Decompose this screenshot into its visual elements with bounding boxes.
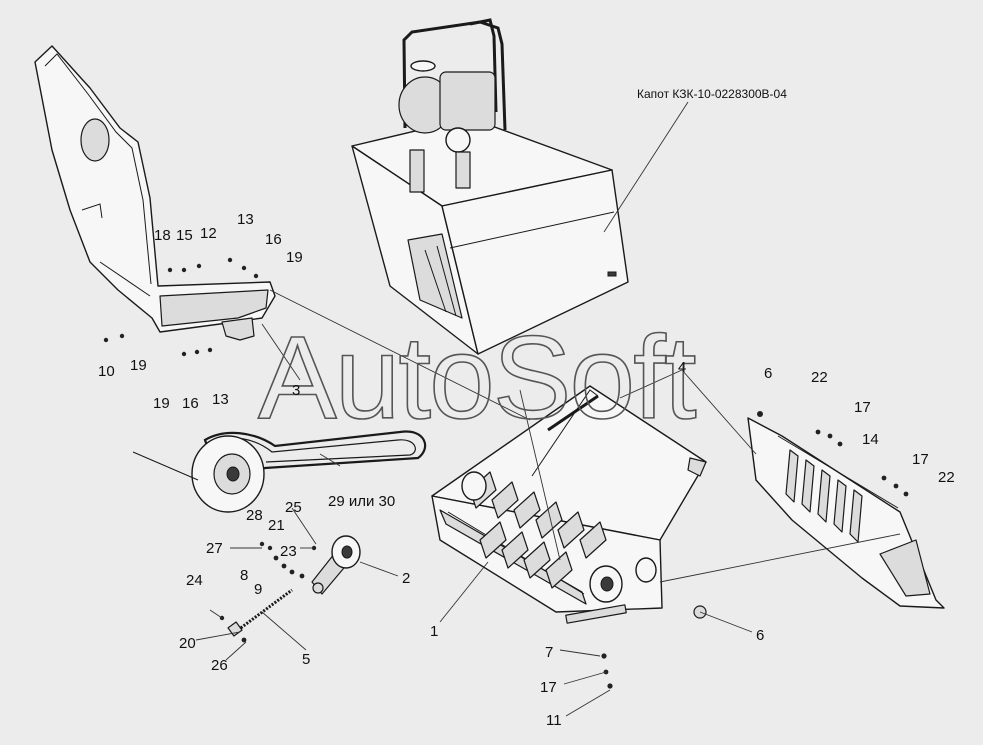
label-29-or-30: 29 или 30 (328, 493, 395, 510)
label-19-left: 19 (130, 357, 147, 374)
label-6-bottom: 6 (756, 627, 764, 644)
label-16-bottom: 16 (182, 395, 199, 412)
label-13-bottom: 13 (212, 391, 229, 408)
label-19-top: 19 (286, 249, 303, 266)
label-17-right-top: 17 (854, 399, 871, 416)
tension-pulley (311, 535, 361, 595)
label-5: 5 (302, 651, 310, 668)
label-20: 20 (179, 635, 196, 652)
driven-pulley (132, 435, 265, 513)
label-22-right: 22 (938, 469, 955, 486)
label-27: 27 (206, 540, 223, 557)
label-1: 1 (430, 623, 438, 640)
label-21: 21 (268, 517, 285, 534)
label-4: 4 (678, 359, 686, 376)
engine-hood-assembly (351, 18, 629, 355)
label-9: 9 (254, 581, 262, 598)
label-22-top: 22 (811, 369, 828, 386)
feeder-auger-assembly (431, 385, 707, 624)
label-3: 3 (292, 382, 300, 399)
watermark: AutoSoft (258, 312, 696, 444)
label-19-bottom: 19 (153, 395, 170, 412)
label-8: 8 (240, 567, 248, 584)
label-7: 7 (545, 644, 553, 661)
label-23: 23 (280, 543, 297, 560)
label-26: 26 (211, 657, 228, 674)
label-24: 24 (186, 572, 203, 589)
label-6-top: 6 (764, 365, 772, 382)
label-12: 12 (200, 225, 217, 242)
label-17-bottom: 17 (540, 679, 557, 696)
label-25: 25 (285, 499, 302, 516)
label-13-top: 13 (237, 211, 254, 228)
label-11: 11 (546, 712, 562, 729)
fasteners (103, 257, 909, 689)
label-10: 10 (98, 363, 115, 380)
label-16-top: 16 (265, 231, 282, 248)
leader-lines (195, 101, 901, 717)
label-28: 28 (246, 507, 263, 524)
label-17-right-bottom: 17 (912, 451, 929, 468)
side-shield-panel (34, 45, 276, 341)
label-14: 14 (862, 431, 879, 448)
label-15: 15 (176, 227, 193, 244)
part-labels: 1 2 3 4 5 6 6 7 8 9 10 11 12 13 13 14 15… (98, 211, 955, 729)
divider-shield-assembly (747, 417, 945, 609)
label-2: 2 (402, 570, 410, 587)
label-18: 18 (154, 227, 171, 244)
hood-title-callout: Капот КЗК-10-0228300В-04 (637, 87, 787, 101)
